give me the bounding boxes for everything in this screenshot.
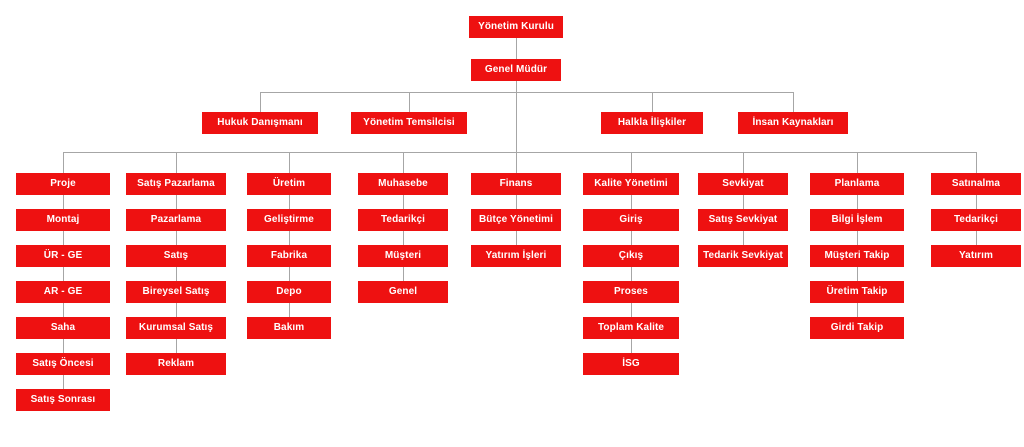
connector-department-drop-kalite-yonetimi <box>631 152 632 173</box>
connector-planlama-to-musteri-takip <box>857 231 858 245</box>
node-uretim-gelistirme[interactable]: Geliştirme <box>247 209 331 231</box>
connector-department-drop-planlama <box>857 152 858 173</box>
node-genel-mudur[interactable]: Genel Müdür <box>471 59 561 81</box>
connector-proje-to-satis-sonrasi <box>63 375 64 389</box>
connector-proje-to-ar-ge <box>63 267 64 281</box>
node-satis-pazarlama-pazarlama[interactable]: Pazarlama <box>126 209 226 231</box>
node-kalite-yonetimi-cikis[interactable]: Çıkış <box>583 245 679 267</box>
connector-muhasebe-to-musteri <box>403 231 404 245</box>
node-proje-montaj[interactable]: Montaj <box>16 209 110 231</box>
connector-uretim-to-gelistirme <box>289 195 290 209</box>
node-kalite-yonetimi-giris[interactable]: Giriş <box>583 209 679 231</box>
node-planlama-musteri-takip[interactable]: Müşteri Takip <box>810 245 904 267</box>
node-proje-ur-ge[interactable]: ÜR - GE <box>16 245 110 267</box>
node-yonetim-kurulu[interactable]: Yönetim Kurulu <box>469 16 563 38</box>
node-finans-yatirim-i-sleri[interactable]: Yatırım İşleri <box>471 245 561 267</box>
node-planlama-girdi-takip[interactable]: Girdi Takip <box>810 317 904 339</box>
node-satinalma-tedarikci[interactable]: Tedarikçi <box>931 209 1021 231</box>
connector-department-drop-satis-pazarlama <box>176 152 177 173</box>
node-kalite-yonetimi-toplam-kalite[interactable]: Toplam Kalite <box>583 317 679 339</box>
connector-kalite-yonetimi-to-i-sg <box>631 339 632 353</box>
connector-kalite-yonetimi-to-toplam-kalite <box>631 303 632 317</box>
connector-muhasebe-to-genel <box>403 267 404 281</box>
connector-satis-pazarlama-to-reklam <box>176 339 177 353</box>
connector-staff-drop-halkla-i-liskiler <box>652 92 653 112</box>
connector-satis-pazarlama-to-pazarlama <box>176 195 177 209</box>
connector-staff-drop-hukuk-danismani <box>260 92 261 112</box>
connector-planlama-to-bilgi-i-slem <box>857 195 858 209</box>
node-uretim-bakim[interactable]: Bakım <box>247 317 331 339</box>
node-muhasebe[interactable]: Muhasebe <box>358 173 448 195</box>
connector-uretim-to-depo <box>289 267 290 281</box>
node-finans[interactable]: Finans <box>471 173 561 195</box>
connector-proje-to-montaj <box>63 195 64 209</box>
node-uretim[interactable]: Üretim <box>247 173 331 195</box>
connector-muhasebe-to-tedarikci <box>403 195 404 209</box>
node-proje-satis-sonrasi[interactable]: Satış Sonrası <box>16 389 110 411</box>
connector-planlama-to-girdi-takip <box>857 303 858 317</box>
connector-department-drop-satinalma <box>976 152 977 173</box>
connector-finans-to-yatirim-i-sleri <box>516 231 517 245</box>
node-kalite-yonetimi[interactable]: Kalite Yönetimi <box>583 173 679 195</box>
connector-sevkiyat-to-tedarik-sevkiyat <box>743 231 744 245</box>
connector-department-drop-uretim <box>289 152 290 173</box>
connector-department-drop-sevkiyat <box>743 152 744 173</box>
node-muhasebe-tedarikci[interactable]: Tedarikçi <box>358 209 448 231</box>
node-proje-satis-oncesi[interactable]: Satış Öncesi <box>16 353 110 375</box>
connector-department-drop-proje <box>63 152 64 173</box>
node-proje[interactable]: Proje <box>16 173 110 195</box>
connector-satinalma-to-tedarikci <box>976 195 977 209</box>
node-finans-butce-yonetimi[interactable]: Bütçe Yönetimi <box>471 209 561 231</box>
connector-staff-drop-yonetim-temsilcisi <box>409 92 410 112</box>
connector-planlama-to-uretim-takip <box>857 267 858 281</box>
connector-kalite-yonetimi-to-giris <box>631 195 632 209</box>
node-satis-pazarlama-satis[interactable]: Satış <box>126 245 226 267</box>
connector-staff-drop-i-nsan-kaynaklari <box>793 92 794 112</box>
node-satis-pazarlama-reklam[interactable]: Reklam <box>126 353 226 375</box>
node-muhasebe-musteri[interactable]: Müşteri <box>358 245 448 267</box>
node-halkla-i-liskiler[interactable]: Halkla İlişkiler <box>601 112 703 134</box>
connector-uretim-to-bakim <box>289 303 290 317</box>
node-yonetim-temsilcisi[interactable]: Yönetim Temsilcisi <box>351 112 467 134</box>
connector-satis-pazarlama-to-bireysel-satis <box>176 267 177 281</box>
node-uretim-depo[interactable]: Depo <box>247 281 331 303</box>
connector-ceo-trunk <box>516 81 517 152</box>
node-satis-pazarlama-bireysel-satis[interactable]: Bireysel Satış <box>126 281 226 303</box>
node-satis-pazarlama-kurumsal-satis[interactable]: Kurumsal Satış <box>126 317 226 339</box>
node-muhasebe-genel[interactable]: Genel <box>358 281 448 303</box>
node-uretim-fabrika[interactable]: Fabrika <box>247 245 331 267</box>
connector-proje-to-satis-oncesi <box>63 339 64 353</box>
node-kalite-yonetimi-i-sg[interactable]: İSG <box>583 353 679 375</box>
connector-kalite-yonetimi-to-cikis <box>631 231 632 245</box>
node-planlama-uretim-takip[interactable]: Üretim Takip <box>810 281 904 303</box>
connector-satis-pazarlama-to-kurumsal-satis <box>176 303 177 317</box>
node-planlama[interactable]: Planlama <box>810 173 904 195</box>
connector-root-to-ceo <box>516 38 517 59</box>
connector-proje-to-saha <box>63 303 64 317</box>
node-sevkiyat-satis-sevkiyat[interactable]: Satış Sevkiyat <box>698 209 788 231</box>
connector-kalite-yonetimi-to-proses <box>631 267 632 281</box>
node-hukuk-danismani[interactable]: Hukuk Danışmanı <box>202 112 318 134</box>
node-satinalma-yatirim[interactable]: Yatırım <box>931 245 1021 267</box>
connector-staff-bus <box>260 92 793 93</box>
connector-sevkiyat-to-satis-sevkiyat <box>743 195 744 209</box>
node-satinalma[interactable]: Satınalma <box>931 173 1021 195</box>
connector-department-drop-finans <box>516 152 517 173</box>
connector-uretim-to-fabrika <box>289 231 290 245</box>
node-sevkiyat-tedarik-sevkiyat[interactable]: Tedarik Sevkiyat <box>698 245 788 267</box>
node-i-nsan-kaynaklari[interactable]: İnsan Kaynakları <box>738 112 848 134</box>
connector-proje-to-ur-ge <box>63 231 64 245</box>
node-sevkiyat[interactable]: Sevkiyat <box>698 173 788 195</box>
node-proje-ar-ge[interactable]: AR - GE <box>16 281 110 303</box>
connector-department-bus <box>63 152 976 153</box>
connector-finans-to-butce-yonetimi <box>516 195 517 209</box>
node-planlama-bilgi-i-slem[interactable]: Bilgi İşlem <box>810 209 904 231</box>
connector-department-drop-muhasebe <box>403 152 404 173</box>
node-proje-saha[interactable]: Saha <box>16 317 110 339</box>
node-satis-pazarlama[interactable]: Satış Pazarlama <box>126 173 226 195</box>
node-kalite-yonetimi-proses[interactable]: Proses <box>583 281 679 303</box>
connector-satis-pazarlama-to-satis <box>176 231 177 245</box>
connector-satinalma-to-yatirim <box>976 231 977 245</box>
